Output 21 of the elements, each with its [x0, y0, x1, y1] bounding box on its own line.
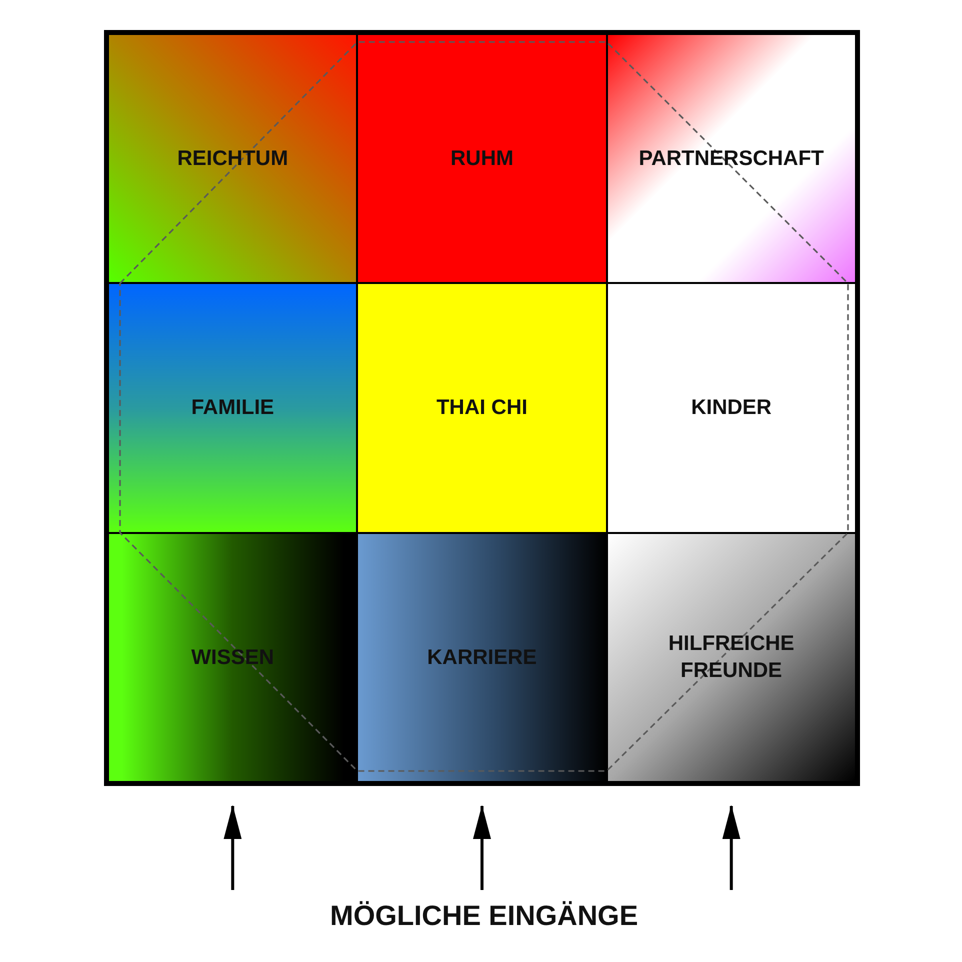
entrance-arrow [473, 805, 491, 890]
area-label: KINDER [691, 395, 772, 422]
bagua-area [606, 532, 856, 782]
bagua-area [606, 283, 856, 533]
entrance-arrow [722, 805, 740, 890]
area-label: THAI CHI [436, 395, 528, 422]
area-label: FAMILIE [191, 395, 274, 422]
area-label: RUHM [450, 146, 514, 172]
bagua-area [108, 532, 358, 782]
bagua-area [108, 283, 358, 533]
entrance-arrow [224, 805, 242, 890]
area-label: REICHTUM [177, 146, 288, 172]
area-label: KARRIERE [427, 644, 537, 671]
entrances-label: MÖGLICHE EINGÄNGE [330, 900, 638, 932]
bagua-area [357, 532, 607, 782]
area-label: HILFREICHE FREUNDE [667, 631, 796, 684]
bagua-area [357, 34, 607, 284]
bagua-area [108, 34, 358, 284]
area-label: PARTNERSCHAFT [638, 146, 824, 172]
bagua-area [357, 283, 607, 533]
bagua-area [606, 34, 856, 284]
